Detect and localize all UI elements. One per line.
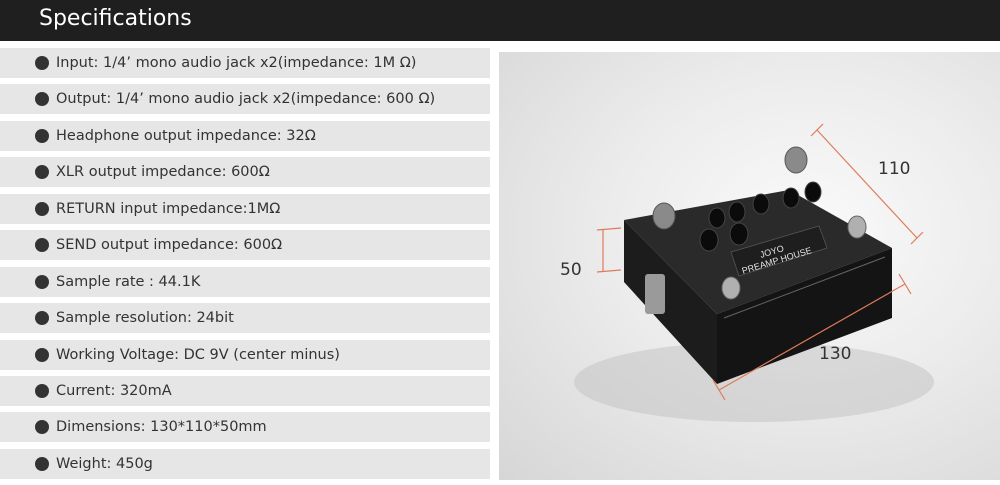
spec-text: Dimensions: 130*110*50mm <box>56 419 267 436</box>
bullet-icon <box>35 420 49 435</box>
spec-row: Output: 1/4’ mono audio jack x2(impedanc… <box>0 84 490 115</box>
bullet-icon <box>35 92 49 107</box>
spec-text: Headphone output impedance: 32Ω <box>56 127 316 144</box>
spec-text: RETURN input impedance:1MΩ <box>56 200 281 217</box>
bullet-icon <box>35 128 49 143</box>
spec-text: XLR output impedance: 600Ω <box>56 164 270 181</box>
page-title: Specifications <box>39 6 192 31</box>
spec-text: Sample rate : 44.1K <box>56 273 201 290</box>
spec-row: Sample rate : 44.1K <box>0 266 490 297</box>
bullet-icon <box>35 311 49 326</box>
bullet-icon <box>35 238 49 253</box>
dimension-height-label: 50 <box>560 260 582 280</box>
bullet-icon <box>35 456 49 471</box>
bullet-icon <box>35 383 49 398</box>
spec-row: XLR output impedance: 600Ω <box>0 157 490 188</box>
bullet-icon <box>35 201 49 216</box>
spec-row: Input: 1/4’ mono audio jack x2(impedance… <box>0 48 490 78</box>
spec-row: RETURN input impedance:1MΩ <box>0 193 490 224</box>
bullet-icon <box>35 274 49 289</box>
spec-row: Dimensions: 130*110*50mm <box>0 412 490 443</box>
spec-text: Working Voltage: DC 9V (center minus) <box>56 346 340 363</box>
spec-text: Sample resolution: 24bit <box>56 310 234 327</box>
spec-text: Current: 320mA <box>56 382 172 399</box>
spec-list: Input: 1/4’ mono audio jack x2(impedance… <box>0 48 490 485</box>
product-photo: JOYO PREAMP HOUSE 110 130 50 <box>499 52 1000 480</box>
bullet-icon <box>35 165 49 180</box>
spec-row: SEND output impedance: 600Ω <box>0 230 490 261</box>
bullet-icon <box>35 347 49 362</box>
dimension-lines <box>596 123 924 401</box>
dimension-width-label: 130 <box>819 344 852 364</box>
pedal-illustration: JOYO PREAMP HOUSE <box>574 123 934 422</box>
spec-row: Current: 320mA <box>0 375 490 406</box>
spec-text: Weight: 450g <box>56 455 153 472</box>
header-bar: Specifications <box>0 0 1000 41</box>
spec-row: Weight: 450g <box>0 448 490 479</box>
spec-text: Input: 1/4’ mono audio jack x2(impedance… <box>56 55 417 71</box>
spec-row: Headphone output impedance: 32Ω <box>0 120 490 151</box>
dimension-depth-label: 110 <box>878 159 911 179</box>
spec-row: Sample resolution: 24bit <box>0 303 490 334</box>
bullet-icon <box>35 56 49 70</box>
spec-row: Working Voltage: DC 9V (center minus) <box>0 339 490 370</box>
spec-text: SEND output impedance: 600Ω <box>56 237 283 254</box>
spec-text: Output: 1/4’ mono audio jack x2(impedanc… <box>56 91 436 108</box>
